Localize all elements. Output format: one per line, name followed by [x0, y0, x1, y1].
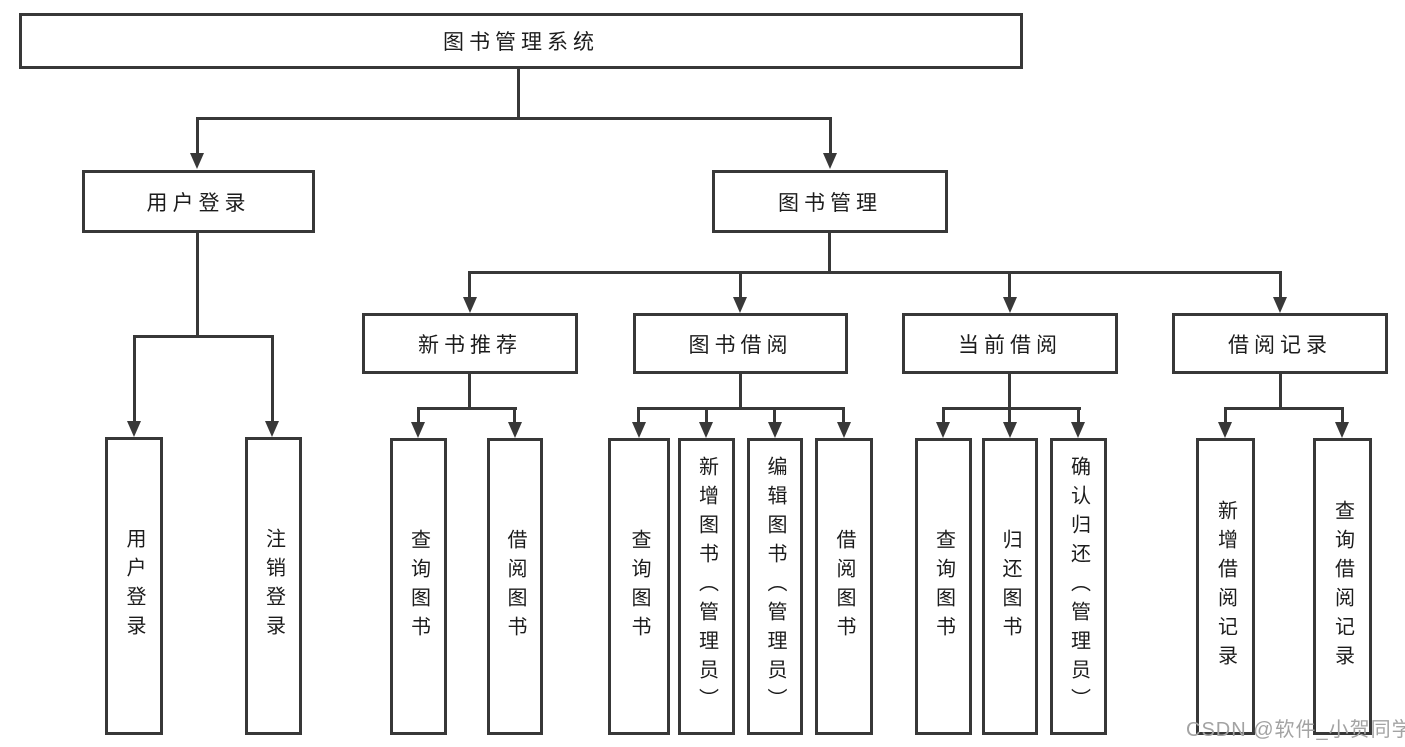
arrow-borrow-books-2	[837, 422, 851, 438]
connector-current-borrowing-stem	[1008, 374, 1011, 407]
connector-drop-edit-book	[773, 407, 776, 422]
node-current-borrowing: 当前借阅	[902, 313, 1118, 374]
leaf-query-books-1: 查询图书	[390, 438, 447, 735]
node-book-management-label: 图书管理	[778, 191, 882, 215]
connector-drop-return-books	[1008, 407, 1011, 422]
leaf-query-books-2: 查询图书	[608, 438, 670, 735]
arrow-add-borrow-record	[1218, 422, 1232, 438]
node-current-borrowing-label: 当前借阅	[958, 333, 1062, 357]
node-user-login: 用户登录	[82, 170, 315, 233]
connector-drop-current-borrowing	[1008, 271, 1011, 297]
leaf-add-borrow-record: 新增借阅记录	[1196, 438, 1255, 735]
connector-drop-borrow-books-2	[842, 407, 845, 422]
arrow-query-books-2	[632, 422, 646, 438]
connector-root-stem	[517, 69, 520, 117]
leaf-query-books-3-label: 查询图书	[932, 528, 955, 645]
leaf-user-login: 用户登录	[105, 437, 163, 735]
node-new-book-recommend: 新书推荐	[362, 313, 578, 374]
connector-drop-leaf-logout	[271, 335, 274, 421]
leaf-borrow-books-2-label: 借阅图书	[833, 528, 855, 645]
csdn-watermark: CSDN @软件_小贺同学	[1186, 719, 1405, 741]
leaf-confirm-return-admin-label: 确认归还（管理员）	[1067, 456, 1090, 717]
connector-new-book-recommend-rail	[417, 407, 517, 410]
leaf-return-books-label: 归还图书	[999, 528, 1021, 645]
connector-user-login-stem	[196, 233, 199, 335]
leaf-add-borrow-record-label: 新增借阅记录	[1214, 499, 1237, 674]
leaf-borrow-books-2: 借阅图书	[815, 438, 873, 735]
connector-drop-add-book	[705, 407, 708, 422]
connector-drop-leaf-user-login	[133, 335, 136, 421]
arrow-query-books-1	[411, 422, 425, 438]
node-book-borrowing-label: 图书借阅	[688, 333, 793, 357]
connector-drop-book-borrowing	[739, 271, 742, 297]
node-new-book-recommend-label: 新书推荐	[418, 333, 522, 357]
connector-drop-query-books-3	[942, 407, 945, 422]
node-root: 图书管理系统	[19, 13, 1023, 69]
arrow-confirm-return	[1071, 422, 1085, 438]
connector-drop-book-management	[829, 117, 832, 155]
arrow-leaf-user-login	[127, 421, 141, 437]
connector-drop-user-login	[196, 117, 199, 155]
connector-drop-query-books-1	[417, 407, 420, 422]
node-book-management: 图书管理	[712, 170, 948, 233]
leaf-return-books: 归还图书	[982, 438, 1038, 735]
arrow-borrowing-records	[1273, 297, 1287, 313]
connector-current-borrowing-rail	[942, 407, 1081, 410]
node-user-login-label: 用户登录	[146, 191, 251, 215]
leaf-borrow-books-1: 借阅图书	[487, 438, 543, 735]
leaf-add-book-admin: 新增图书（管理员）	[678, 438, 735, 735]
arrow-user-login	[190, 153, 204, 169]
connector-drop-borrowing-records	[1279, 271, 1282, 297]
connector-book-borrowing-rail	[637, 407, 845, 410]
connector-root-rail	[196, 117, 832, 120]
leaf-logout-label: 注销登录	[262, 528, 285, 644]
connector-drop-confirm-return	[1077, 407, 1080, 422]
leaf-user-login-label: 用户登录	[123, 528, 145, 644]
connector-new-book-recommend-stem	[468, 374, 471, 407]
node-root-label: 图书管理系统	[443, 31, 599, 54]
arrow-edit-book	[768, 422, 782, 438]
arrow-book-management	[823, 153, 837, 169]
arrow-query-books-3	[936, 422, 950, 438]
arrow-return-books	[1003, 422, 1017, 438]
connector-book-management-stem	[828, 233, 831, 271]
leaf-query-books-1-label: 查询图书	[407, 528, 430, 645]
arrow-borrow-books-1	[508, 422, 522, 438]
leaf-confirm-return-admin: 确认归还（管理员）	[1050, 438, 1107, 735]
arrow-leaf-logout	[265, 421, 279, 437]
node-book-borrowing: 图书借阅	[633, 313, 848, 374]
leaf-edit-book-admin: 编辑图书（管理员）	[747, 438, 803, 735]
leaf-edit-book-admin-label: 编辑图书（管理员）	[764, 456, 786, 717]
arrow-query-borrow-record	[1335, 422, 1349, 438]
arrow-new-book-recommend	[463, 297, 477, 313]
leaf-logout: 注销登录	[245, 437, 302, 735]
leaf-query-books-3: 查询图书	[915, 438, 972, 735]
arrow-add-book	[699, 422, 713, 438]
arrow-book-borrowing	[733, 297, 747, 313]
connector-drop-new-book-recommend	[468, 271, 471, 297]
connector-drop-query-borrow-record	[1341, 407, 1344, 422]
node-borrowing-records-label: 借阅记录	[1228, 333, 1332, 357]
connector-user-login-rail	[133, 335, 274, 338]
node-borrowing-records: 借阅记录	[1172, 313, 1388, 374]
connector-drop-add-borrow-record	[1224, 407, 1227, 422]
leaf-query-borrow-record-label: 查询借阅记录	[1331, 499, 1354, 674]
connector-borrowing-records-stem	[1279, 374, 1282, 407]
connector-drop-borrow-books-1	[513, 407, 516, 422]
leaf-borrow-books-1-label: 借阅图书	[504, 528, 526, 645]
leaf-query-books-2-label: 查询图书	[628, 528, 650, 645]
connector-borrowing-records-rail	[1224, 407, 1344, 410]
connector-book-management-rail	[468, 271, 1282, 274]
connector-drop-query-books-2	[637, 407, 640, 422]
connector-book-borrowing-stem	[739, 374, 742, 407]
arrow-current-borrowing	[1003, 297, 1017, 313]
leaf-add-book-admin-label: 新增图书（管理员）	[695, 456, 718, 717]
leaf-query-borrow-record: 查询借阅记录	[1313, 438, 1372, 735]
